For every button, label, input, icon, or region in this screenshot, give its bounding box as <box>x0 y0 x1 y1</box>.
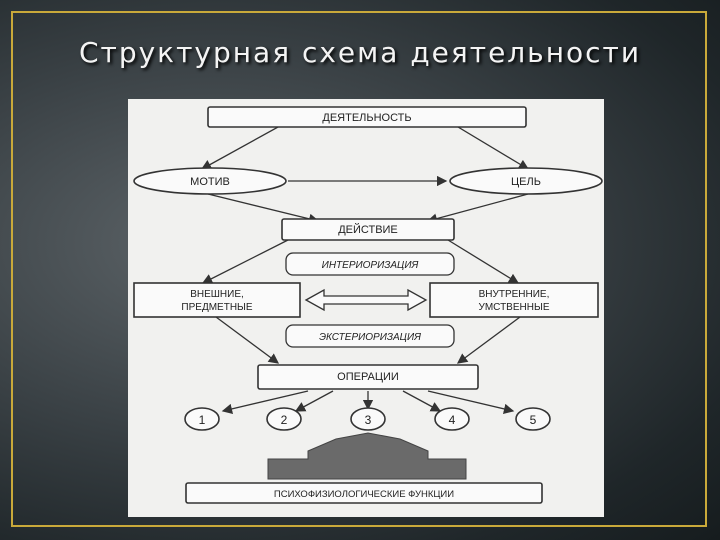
action-box <box>281 218 455 241</box>
operation-number-4: 4 <box>449 413 456 427</box>
diagram-panel: ДЕЯТЕЛЬНОСТЬ МОТИВ ЦЕЛЬ ДЕЙСТВИЕ ИНТЕРИО… <box>128 99 604 517</box>
activity-label: ДЕЯТЕЛЬНОСТЬ <box>322 112 411 124</box>
interiorization-label: ИНТЕРИОРИЗАЦИЯ <box>322 260 419 271</box>
connector-lines <box>200 126 530 414</box>
operation-circles: 1 2 3 4 5 <box>184 407 551 431</box>
operation-circle-1 <box>184 407 220 431</box>
motive-ellipse <box>133 167 287 195</box>
operation-circle-3 <box>350 407 386 431</box>
activity-box <box>207 106 527 128</box>
slide-title: Структурная схема деятельности <box>78 36 642 69</box>
operation-circle-5 <box>515 407 551 431</box>
internal-label-line1: ВНУТРЕННИЕ, <box>479 289 550 300</box>
operation-number-1: 1 <box>199 413 206 427</box>
operation-number-2: 2 <box>281 413 288 427</box>
operations-label: ОПЕРАЦИИ <box>337 371 399 383</box>
operations-box <box>257 364 479 390</box>
slide-frame <box>11 11 707 527</box>
motive-label: МОТИВ <box>190 176 230 188</box>
internal-label-line2: УМСТВЕННЫЕ <box>479 302 550 313</box>
external-label-line1: ВНЕШНИЕ, <box>190 289 244 300</box>
psychophysiological-box <box>185 482 543 504</box>
external-box <box>133 282 301 318</box>
operation-number-3: 3 <box>365 413 372 427</box>
psychophysiological-label: ПСИХОФИЗИОЛОГИЧЕСКИЕ ФУНКЦИИ <box>274 489 454 500</box>
action-label: ДЕЙСТВИЕ <box>338 223 398 236</box>
exteriorization-label: ЭКСТЕРИОРИЗАЦИЯ <box>319 332 421 343</box>
operation-circle-4 <box>434 407 470 431</box>
internal-box <box>429 282 599 318</box>
operation-circle-2 <box>266 407 302 431</box>
double-arrow-icon <box>304 288 428 312</box>
operation-number-5: 5 <box>530 413 537 427</box>
up-arrow-icon <box>267 432 467 480</box>
interiorization-box <box>285 252 455 276</box>
goal-ellipse <box>449 167 603 195</box>
goal-label: ЦЕЛЬ <box>511 176 541 188</box>
external-label-line2: ПРЕДМЕТНЫЕ <box>181 302 252 313</box>
exteriorization-box <box>285 324 455 348</box>
activity-structure-diagram: ДЕЯТЕЛЬНОСТЬ МОТИВ ЦЕЛЬ ДЕЙСТВИЕ ИНТЕРИО… <box>133 106 603 504</box>
